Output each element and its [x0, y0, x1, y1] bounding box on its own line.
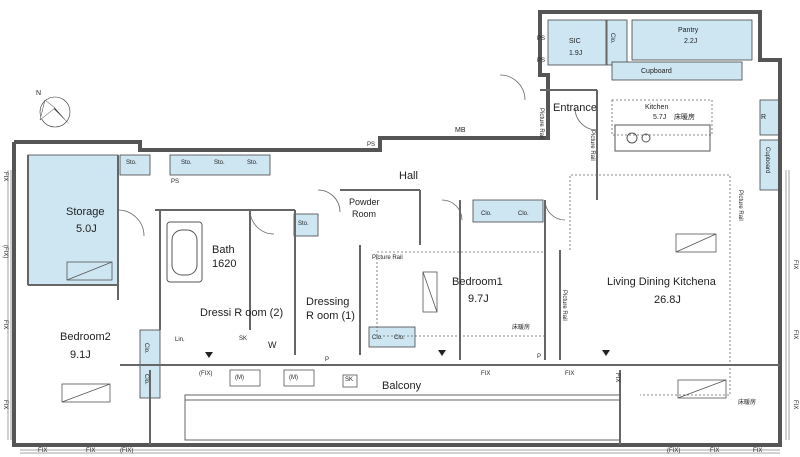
fix-label-bedroom1: FIX — [481, 371, 491, 377]
fix-label-living: FIX — [565, 371, 575, 377]
refrigerator-label: R — [761, 114, 767, 121]
linen-label: Lin. — [175, 337, 185, 343]
fix-label-left-4: FIX — [2, 400, 8, 410]
ps-label-2: PS — [537, 58, 546, 64]
bedroom2-label: Bedroom2 — [60, 331, 111, 343]
storage-label: Storage — [66, 206, 105, 218]
compass-icon — [39, 96, 71, 128]
floor-heating-bedroom1: 床暖房 — [512, 325, 531, 331]
clo-label-7: Clo. — [609, 33, 615, 44]
fix-label-right-1: FIX — [792, 260, 798, 270]
clo-label-2: Clo. — [518, 211, 529, 217]
pipe-label-2: P — [537, 354, 542, 360]
balcony-rail — [184, 394, 621, 441]
sto-label-5: Sto. — [298, 221, 309, 227]
cupboard-label: Cupboard — [641, 68, 672, 75]
picture-rail-living-right: Picture Rail — [737, 190, 743, 221]
fix-label-left-1: FIX — [2, 172, 8, 182]
ps-label-1: PS — [537, 36, 546, 42]
ps-label-4: PS — [171, 179, 180, 185]
storage-size: 5.0J — [76, 223, 97, 235]
hall-label: Hall — [399, 170, 418, 182]
picture-rail-bedroom1: Picture Rail — [372, 255, 403, 261]
inner-walls — [27, 89, 780, 445]
clo-label-1: Clo. — [481, 211, 492, 217]
living-dining-size: 26.8J — [654, 294, 681, 306]
pantry-size: 2.2J — [684, 38, 698, 45]
bath-tub — [166, 221, 203, 283]
bath-label: Bath — [212, 244, 235, 256]
picture-rail-living-left: Picture Rail — [561, 290, 567, 321]
sic-label: SIC — [569, 38, 581, 45]
clo-label-6: Clo. — [143, 374, 149, 385]
fix-label-bottom-5: FIX — [710, 448, 720, 454]
sto-label-2: Sto. — [181, 160, 192, 166]
meter-label-2: (M) — [289, 375, 298, 381]
washer-label: W — [268, 340, 277, 350]
fix-label-left-2: (FIX) — [2, 245, 8, 259]
dotted-zones — [376, 99, 731, 396]
fix-label-living-side: FIX — [614, 373, 620, 383]
door-swings — [117, 74, 598, 237]
kitchen-floor-heating: 床暖房 — [674, 114, 695, 121]
fix-label-bottom-2: FIX — [86, 448, 96, 454]
storage-fills — [27, 19, 781, 399]
kitchen-counter — [614, 124, 711, 152]
sic-size: 1.9J — [569, 50, 583, 57]
fix-label-bottom-1: FIX — [38, 448, 48, 454]
balcony-label: Balcony — [382, 380, 422, 392]
bath-size: 1620 — [212, 258, 237, 270]
sink-label-1: SK — [239, 336, 248, 342]
mb-label: MB — [455, 127, 466, 134]
bedroom2-size: 9.1J — [70, 349, 91, 361]
walls — [12, 10, 782, 447]
dressing-room-1-line1: Dressing — [306, 296, 350, 308]
meter-label-1: (M) — [235, 375, 244, 381]
entrance-label: Entrance — [553, 102, 598, 114]
sto-label-4: Sto. — [247, 160, 258, 166]
fix-label-left-3: FIX — [2, 320, 8, 330]
kitchen-label: Kitchen — [645, 104, 669, 111]
living-dining-label: Living Dining Kitchena — [607, 276, 716, 288]
fix-label-balcony: (FIX) — [199, 371, 213, 377]
dressing-room-1-line2: R oom (1) — [306, 310, 355, 322]
furniture — [61, 233, 727, 403]
markers — [205, 350, 610, 358]
sto-label-3: Sto. — [214, 160, 225, 166]
fix-label-bottom-6: FIX — [753, 448, 763, 454]
picture-rail-hall: Picture Rail — [589, 130, 595, 161]
fix-label-bottom-3: (FIX) — [120, 448, 134, 454]
fix-label-right-3: FIX — [792, 400, 798, 410]
picture-rail-entrance: Picture Rail — [538, 108, 544, 139]
pipe-label-1: P — [325, 357, 330, 363]
clo-label-3: Clo. — [372, 335, 383, 341]
windows — [7, 170, 790, 454]
powder-room-line1: Powder — [349, 197, 380, 207]
clo-label-4: Clo. — [394, 335, 405, 341]
bedroom1-label: Bedroom1 — [452, 276, 503, 288]
cupboard-label-right: Cupboard — [764, 147, 770, 174]
compass-north-label: N — [36, 90, 42, 97]
sink-label-2: SK — [345, 377, 354, 383]
sto-label-1: Sto. — [126, 160, 137, 166]
kitchen-size: 5.7J — [653, 114, 667, 121]
dressing-room-2-label: Dressi R oom (2) — [200, 307, 284, 319]
fix-label-right-2: FIX — [792, 330, 798, 340]
ps-label-3: PS — [367, 142, 376, 148]
powder-room-line2: Room — [352, 209, 377, 219]
fix-label-bottom-4: (FIX) — [667, 448, 681, 454]
clo-label-5: Clo. — [143, 343, 149, 354]
floor-heating-living: 床暖房 — [738, 400, 757, 406]
bedroom1-size: 9.7J — [468, 293, 489, 305]
pantry-label: Pantry — [678, 27, 699, 34]
